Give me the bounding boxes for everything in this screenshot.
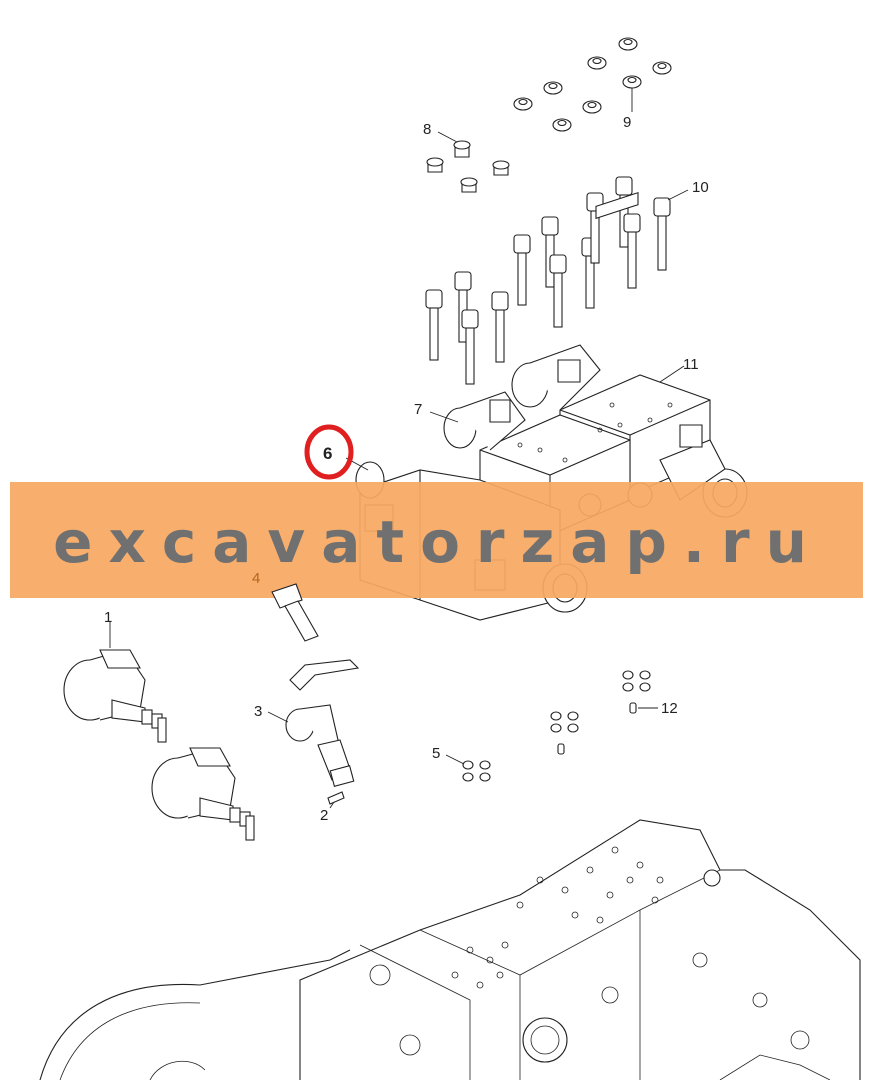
leader-2 <box>329 801 335 809</box>
highlight-ring <box>304 424 354 480</box>
bolt-4 <box>271 583 319 642</box>
washer-group-9 <box>513 37 672 132</box>
elbow-fitting-3 <box>285 704 355 787</box>
pin-2 <box>327 791 345 805</box>
callout-5: 5 <box>432 745 440 762</box>
leader-10 <box>667 189 689 201</box>
pump-housing <box>39 819 861 1080</box>
callout-7: 7 <box>414 401 422 418</box>
leader-11 <box>659 365 685 383</box>
ring-set-5 <box>462 670 651 782</box>
callout-4: 4 <box>252 570 260 587</box>
callout-10: 10 <box>692 179 709 196</box>
watermark-band <box>10 482 863 598</box>
callout-1: 1 <box>104 609 112 626</box>
callout-8: 8 <box>423 121 431 138</box>
watermark-text: excavatorzap.ru <box>53 508 823 576</box>
callout-2: 2 <box>320 807 328 824</box>
callout-11: 11 <box>683 356 699 373</box>
washer-group-8 <box>426 131 510 193</box>
solenoid-valve-1b <box>151 747 255 841</box>
leader-5 <box>445 754 465 765</box>
callout-9: 9 <box>623 114 631 131</box>
callout-3: 3 <box>254 703 262 720</box>
callout-6: 6 <box>323 444 332 463</box>
bolt-group-10 <box>425 176 671 385</box>
solenoid-valve-1 <box>63 649 167 743</box>
bracket <box>289 659 360 691</box>
callout-12: 12 <box>661 700 678 717</box>
leader-7 <box>429 411 459 423</box>
leader-3 <box>267 711 289 723</box>
